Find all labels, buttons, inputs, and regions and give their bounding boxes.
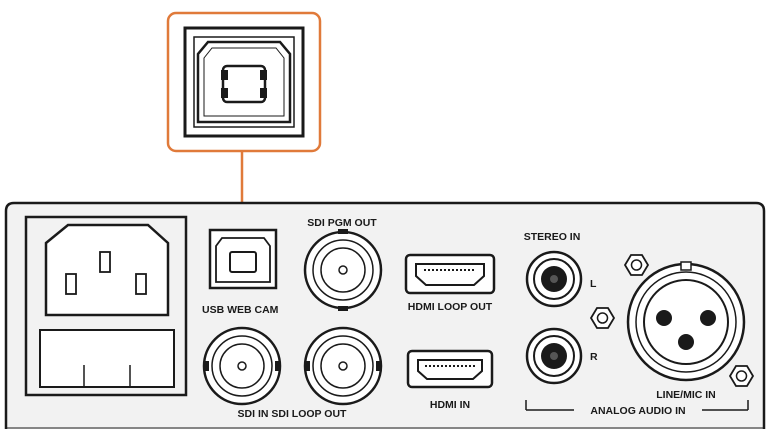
bnc-connector-pgm-out-icon (303, 229, 383, 311)
hdmi-in-port-icon (406, 349, 494, 389)
hex-nut-icon (623, 254, 650, 276)
analog-audio-in-label: ANALOG AUDIO IN (590, 405, 685, 417)
bnc-connector-sdi-in-icon (202, 326, 282, 406)
hdmi-loop-out-label: HDMI LOOP OUT (408, 301, 493, 313)
sdi-in-sdi-loop-out-label: SDI IN SDI LOOP OUT (238, 408, 347, 420)
hex-nut-icon (728, 365, 755, 387)
analog-audio-bracket (525, 400, 749, 411)
hdmi-in-label: HDMI IN (430, 399, 470, 411)
sdi-pgm-out-label: SDI PGM OUT (307, 217, 377, 229)
bnc-connector-sdi-loop-out-icon (303, 326, 383, 406)
usb-web-cam-label: USB WEB CAM (202, 304, 279, 316)
stereo-right-label: R (590, 351, 598, 363)
usb-b-port-small-icon (208, 228, 278, 290)
hex-nut-icon (589, 307, 616, 329)
rca-jack-left-icon (525, 250, 583, 308)
iec-power-inlet-icon (24, 215, 188, 397)
stereo-in-label: STEREO IN (524, 231, 581, 243)
usb-callout (166, 11, 322, 153)
line-mic-in-label: LINE/MIC IN (656, 389, 716, 401)
usb-b-port-icon (183, 26, 305, 138)
rca-jack-right-icon (525, 327, 583, 385)
stereo-left-label: L (590, 278, 597, 290)
hdmi-loop-out-port-icon (404, 253, 496, 295)
xlr-connector-icon (626, 261, 746, 382)
